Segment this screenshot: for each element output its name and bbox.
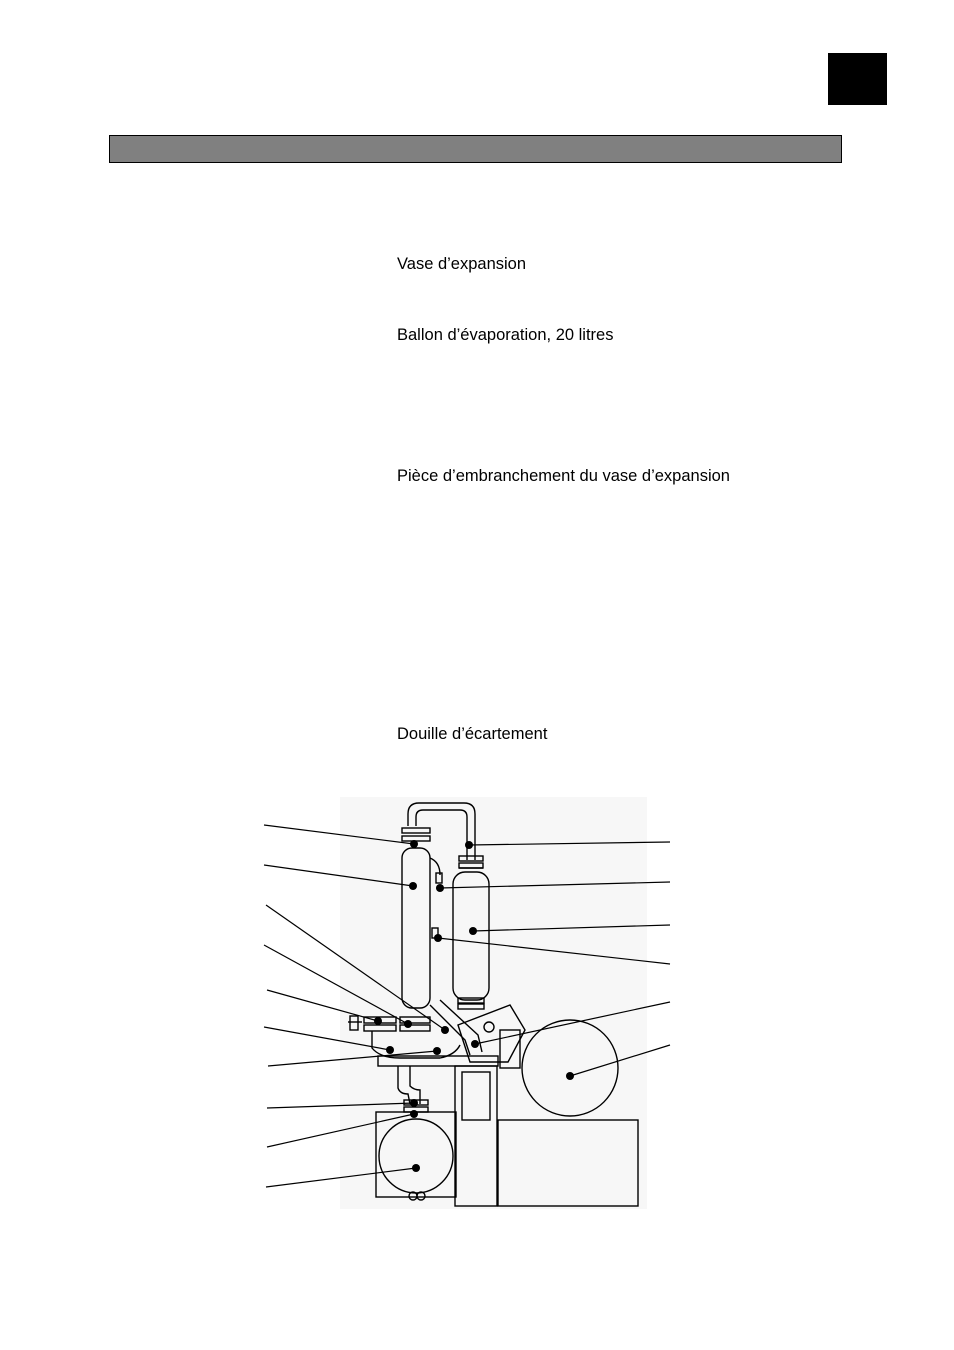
expansion-vessel [452,871,490,1001]
branch-tube [429,1004,471,1056]
label-expansion-vessel: Vase d’expansion [397,255,527,273]
section-header-bar [109,135,842,163]
drain-valve-2 [416,1191,426,1201]
condenser-column [401,847,431,1009]
flange-low-mid-2 [399,1024,431,1032]
motor-head [457,1004,526,1063]
leader-lines [263,824,671,1188]
base-plate [377,1055,499,1067]
label-branch-piece: Pièce d’embranchement du vase d’expansio… [397,467,730,485]
rotary-evaporator-diagram [263,797,671,1209]
label-evaporation-flask: Ballon d’évaporation, 20 litres [397,326,614,344]
flange-top-right [458,855,484,862]
branch-tube-outer [439,999,483,1053]
flange-top-left [401,827,431,834]
diagram-background [340,797,647,1209]
page-marker-block [828,53,887,105]
flange-mid-right [457,997,485,1004]
drain-tube [397,1066,411,1105]
collector-body [371,1031,461,1059]
tower-window [461,1071,491,1121]
side-valve [349,1015,359,1031]
label-spacer-sleeve: Douille d’écartement [397,725,548,743]
evaporation-flask [521,1019,619,1117]
flange-low-left-2 [363,1024,397,1032]
bridge-tube [407,802,476,860]
callout-dots [374,840,574,1172]
heating-bath [497,1119,639,1207]
drain-tube-2 [409,1066,421,1104]
lift-tower [454,1065,498,1207]
motor-head-screw [483,1021,495,1033]
bridge-tube-inner [415,809,468,860]
flange-mid-right-2 [457,1003,485,1010]
coupling [499,1029,521,1069]
apparatus-outline [348,802,639,1207]
condenser-valve [435,872,443,884]
